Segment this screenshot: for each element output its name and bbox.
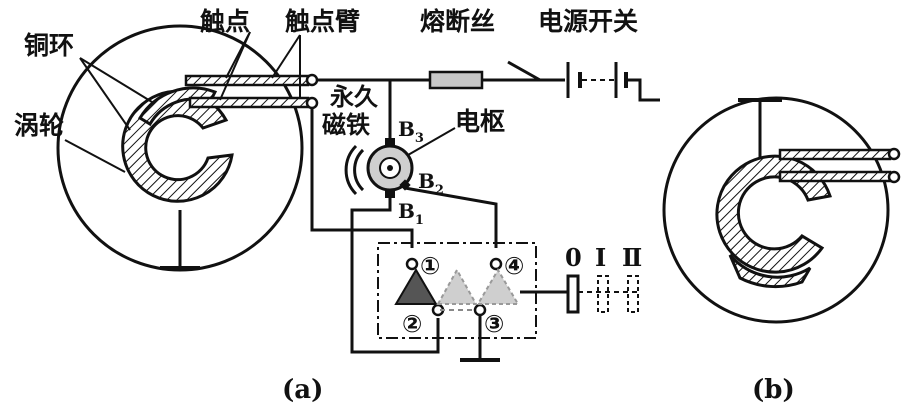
label-brush-b2: B2 — [418, 169, 444, 198]
label-contact: 触点 — [200, 7, 250, 36]
contact-arm-lower — [188, 96, 310, 109]
caption-a: (a) — [282, 375, 323, 405]
contact-arm-upper — [184, 74, 310, 87]
label-armature: 电枢 — [455, 107, 505, 136]
wiper-switch-box — [377, 242, 537, 339]
brush-b1 — [385, 190, 395, 198]
terminal-label-3: ③ — [484, 310, 504, 338]
slider-contact-1 — [436, 267, 478, 305]
label-fuse: 熔断丝 — [420, 7, 495, 36]
terminal-label-4: ④ — [504, 252, 524, 280]
switch-position-2: Ⅱ — [622, 243, 642, 272]
diagram-b: (b) — [662, 96, 901, 405]
contact-arm-b-upper — [778, 148, 892, 161]
label-copper-ring: 铜环 — [24, 31, 74, 60]
terminal-label-1: ① — [420, 252, 440, 280]
brush-b2 — [399, 179, 411, 191]
brush-b3 — [385, 138, 395, 146]
worm-wheel-b — [662, 96, 890, 324]
contact-terminal-upper — [305, 73, 319, 87]
label-brush-b1: B1 — [398, 199, 424, 228]
label-contact-arm: 触点臂 — [285, 7, 360, 36]
permanent-magnet — [353, 148, 365, 192]
label-permanent-magnet-1: 永久 — [330, 83, 378, 111]
contact-arm-b-lower — [778, 170, 892, 183]
contact-terminal-lower — [305, 96, 319, 110]
slider-contact-2 — [476, 268, 520, 305]
switch-position-1: Ⅰ — [595, 243, 606, 272]
slider-contact-0 — [394, 268, 438, 305]
copper-ring-b-lower-segment — [728, 254, 812, 289]
caption-b: (b) — [752, 375, 795, 405]
terminal-label-2: ② — [402, 310, 422, 338]
diagram-a: 触点 触点臂 铜环 涡轮 熔断丝 电源开关 永久 磁铁 电枢 B3 B2 B1 … — [14, 7, 660, 405]
label-brush-b3: B3 — [398, 117, 424, 146]
power-switch-blade — [507, 60, 541, 82]
switch-position-0: 0 — [565, 243, 582, 272]
fuse — [428, 70, 484, 90]
label-power-switch: 电源开关 — [538, 7, 638, 36]
label-worm-wheel: 涡轮 — [14, 111, 64, 140]
label-permanent-magnet-2: 磁铁 — [322, 111, 370, 139]
switch-knob — [566, 274, 580, 314]
